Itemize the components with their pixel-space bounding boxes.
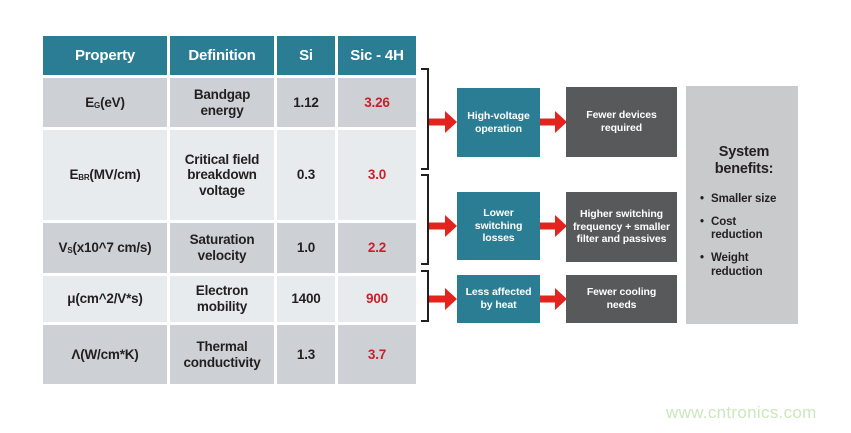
property-symbol: Λ	[71, 346, 81, 362]
definition-cell: Critical field breakdown voltage	[170, 130, 274, 220]
definition-cell: Saturation velocity	[170, 223, 274, 273]
flow-arrow-icon	[429, 288, 457, 310]
property-unit: (W/cm*K)	[80, 346, 139, 362]
property-symbol: E	[85, 94, 95, 110]
system-benefits-title: System benefits:	[714, 144, 774, 178]
benefit-item: Cost reduction	[700, 216, 781, 244]
cause-box-high-voltage: High-voltage operation	[457, 88, 540, 157]
col-header-si: Si	[277, 36, 335, 75]
property-cell: Λ (W/cm*K)	[43, 325, 167, 384]
col-header-definition: Definition	[170, 36, 274, 75]
property-unit: (cm^2/V*s)	[75, 291, 143, 307]
row-group-bracket-2	[421, 174, 429, 265]
benefit-item: Weight reduction	[700, 252, 781, 280]
flow-arrow-icon	[539, 288, 567, 310]
si-value-cell: 1400	[277, 276, 335, 322]
col-header-property: Property	[43, 36, 167, 75]
property-unit: (x10^7 cm/s)	[72, 240, 152, 256]
row-group-bracket-3	[421, 270, 429, 322]
property-symbol: V	[58, 240, 68, 256]
property-unit: (MV/cm)	[89, 167, 141, 183]
sic4h-value-cell: 3.7	[338, 325, 416, 384]
flow-arrow-icon	[429, 111, 457, 133]
property-subscript: G	[94, 100, 101, 110]
row-group-bracket-1	[421, 68, 429, 170]
definition-cell: Thermal conductivity	[170, 325, 274, 384]
sic4h-value-cell: 3.0	[338, 130, 416, 220]
cause-box-heat: Less affected by heat	[457, 275, 540, 323]
sic4h-value-cell: 2.2	[338, 223, 416, 273]
effect-box-higher-frequency: Higher switching frequency + smaller fil…	[566, 192, 677, 262]
definition-cell: Electron mobility	[170, 276, 274, 322]
property-unit: (eV)	[100, 94, 125, 110]
system-benefits-list: Smaller size Cost reduction Weight reduc…	[700, 193, 788, 280]
definition-cell: Bandgap energy	[170, 78, 274, 127]
flow-arrow-icon	[539, 111, 567, 133]
property-symbol: μ	[67, 291, 76, 307]
si-value-cell: 1.3	[277, 325, 335, 384]
effect-box-fewer-cooling: Fewer cooling needs	[566, 275, 677, 323]
cause-box-switching-losses: Lower switching losses	[457, 192, 540, 260]
property-subscript: S	[67, 246, 73, 255]
sic4h-value-cell: 3.26	[338, 78, 416, 127]
property-subscript: BR	[78, 173, 90, 182]
effect-box-fewer-devices: Fewer devices required	[566, 87, 677, 157]
system-benefits-panel: System benefits: Smaller size Cost reduc…	[686, 86, 798, 324]
si-value-cell: 0.3	[277, 130, 335, 220]
si-value-cell: 1.12	[277, 78, 335, 127]
col-header-sic4h: Sic - 4H	[338, 36, 416, 75]
flow-arrow-icon	[429, 215, 457, 237]
watermark-text: www.cntronics.com	[666, 403, 817, 422]
si-value-cell: 1.0	[277, 223, 335, 273]
benefit-item: Smaller size	[700, 193, 781, 207]
property-cell: μ (cm^2/V*s)	[43, 276, 167, 322]
flow-arrow-icon	[539, 215, 567, 237]
property-symbol: E	[69, 167, 79, 183]
sic4h-value-cell: 900	[338, 276, 416, 322]
